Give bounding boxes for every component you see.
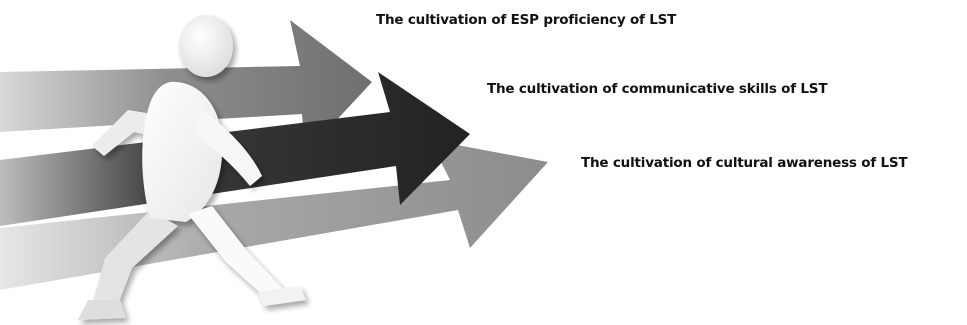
goal-label-communicative-skills: The cultivation of communicative skills …	[487, 81, 828, 97]
walking-person-icon	[78, 15, 306, 320]
goal-label-cultural-awareness: The cultivation of cultural awareness of…	[581, 155, 908, 171]
goal-label-esp-proficiency: The cultivation of ESP proficiency of LS…	[376, 12, 677, 28]
walking-figure-illustration	[0, 15, 548, 320]
